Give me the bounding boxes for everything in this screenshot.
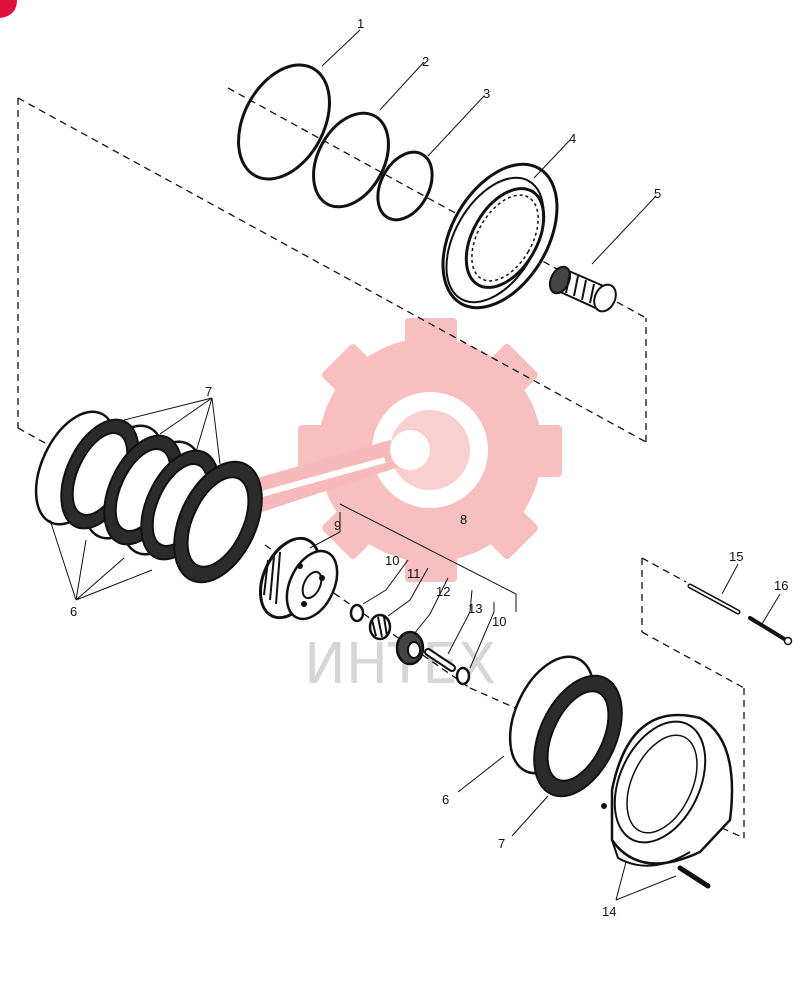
callout-1: 1: [357, 16, 364, 31]
needle-bearing: [368, 613, 392, 641]
callout-5: 5: [654, 186, 661, 201]
callout-7-left: 7: [205, 384, 212, 399]
planet-carrier: [258, 536, 339, 621]
o-ring-medium: [312, 111, 390, 209]
callout-2: 2: [422, 54, 429, 69]
callout-10-b: 10: [492, 614, 506, 629]
callout-6-left: 6: [70, 604, 77, 619]
callout-15: 15: [729, 549, 743, 564]
callout-3: 3: [483, 86, 490, 101]
callout-10-a: 10: [385, 553, 399, 568]
callout-8: 8: [460, 512, 467, 527]
thrust-washer-right: [455, 666, 471, 686]
dowel-pin-16: [748, 616, 788, 642]
callout-13: 13: [468, 601, 482, 616]
callout-14: 14: [602, 904, 616, 919]
o-ring-large: [237, 63, 331, 181]
o-ring-small: [376, 150, 434, 222]
planet-gear: [395, 630, 425, 666]
watermark-logo: [239, 318, 562, 582]
splined-hub: [548, 265, 617, 313]
callout-4: 4: [569, 131, 576, 146]
friction-disc-right: [533, 674, 623, 798]
callout-16: 16: [774, 578, 788, 593]
callout-9: 9: [334, 518, 341, 533]
callout-11: 11: [407, 566, 421, 581]
clutch-pack-left: [34, 410, 263, 584]
thrust-washer-left: [349, 603, 365, 623]
piston: [441, 162, 559, 310]
gear-wrench-logo-icon: [298, 318, 562, 582]
callout-6-right: 6: [442, 792, 449, 807]
corner-badge: [0, 0, 17, 18]
callout-12: 12: [436, 584, 450, 599]
callout-7-right: 7: [498, 836, 505, 851]
leader-lines: [49, 29, 781, 901]
clutch-housing: [601, 713, 734, 889]
